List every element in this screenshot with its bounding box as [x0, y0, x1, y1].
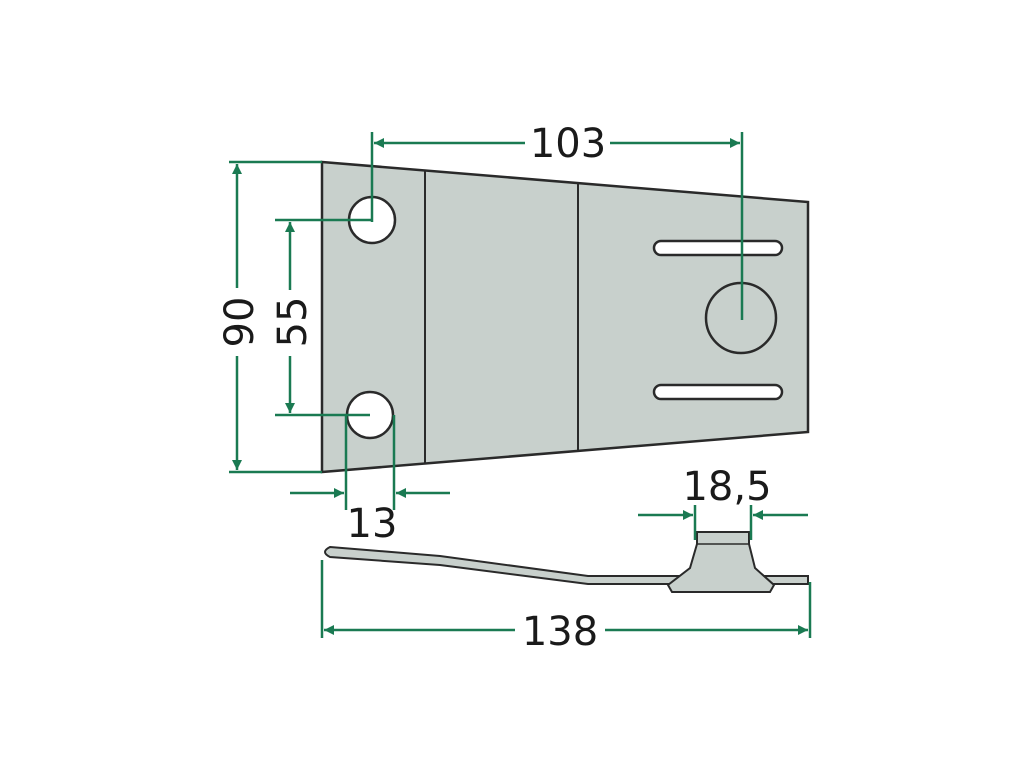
dim-label-stud-diameter: 18,5 [682, 464, 771, 510]
dim-label-total-height: 90 [217, 297, 263, 348]
dim-label-hole-offset: 13 [347, 501, 398, 547]
side-profile-stud [666, 531, 776, 593]
plate-side-view [324, 531, 809, 593]
dimension-lines [229, 132, 812, 638]
slot-top [652, 239, 784, 257]
dim-label-hole-spacing: 55 [270, 297, 316, 348]
plate-top-view [320, 160, 810, 474]
dim-label-overall-length: 138 [522, 609, 598, 655]
slot-bottom [652, 383, 784, 401]
dim-label-top-width: 103 [530, 121, 606, 167]
